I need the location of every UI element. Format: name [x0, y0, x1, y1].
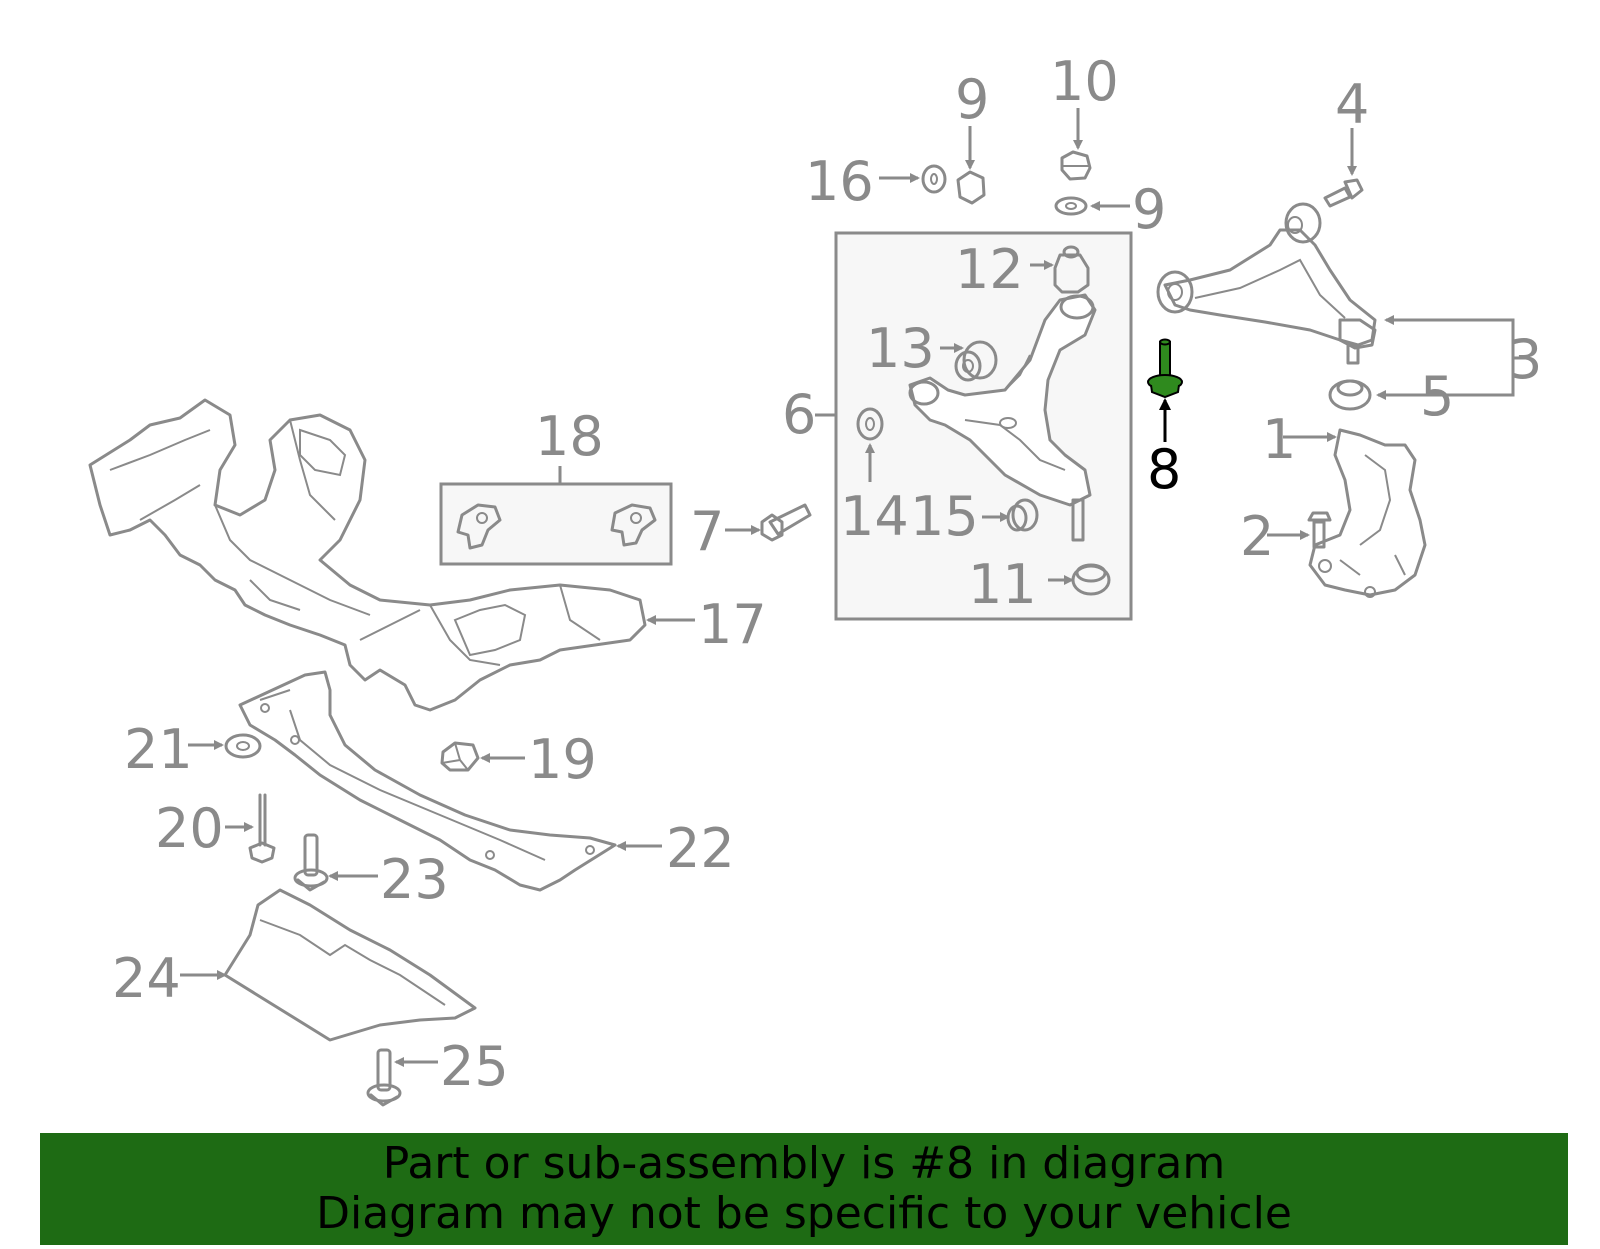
label-21: 21	[124, 718, 193, 781]
bolt-7	[760, 503, 812, 542]
bolt-20	[248, 793, 276, 864]
label-22: 22	[666, 817, 735, 880]
label-19: 19	[528, 728, 597, 791]
label-17: 17	[698, 593, 767, 656]
nut-10	[1060, 150, 1092, 181]
label-14: 14	[840, 485, 909, 548]
bolt-25	[366, 1048, 402, 1107]
knuckle-part	[1308, 428, 1427, 598]
nut-19	[440, 741, 480, 772]
label-3: 3	[1508, 328, 1542, 391]
label-23: 23	[380, 848, 449, 911]
part-labels: 1 2 3 4 5 6 7 8 9 9 10 11 12 13 14 15 16…	[112, 50, 1542, 1098]
label-9-right: 9	[1132, 178, 1166, 241]
fastener-21	[224, 733, 262, 759]
label-20: 20	[155, 797, 224, 860]
bolt-23	[293, 833, 329, 892]
highlighted-bolt-8	[1147, 338, 1183, 399]
washer-9-right	[1054, 196, 1088, 216]
label-24: 24	[112, 947, 181, 1010]
label-11: 11	[968, 553, 1037, 616]
bolt-4	[1323, 178, 1364, 208]
label-25: 25	[440, 1035, 509, 1098]
banner-line-2: Diagram may not be specific to your vehi…	[316, 1188, 1292, 1239]
upper-control-arm-part	[1156, 202, 1377, 365]
parts-diagram: 1 2 3 4 5 6 7 8 9 9 10 11 12 13 14 15 16…	[88, 50, 1542, 1107]
part-18-box	[439, 466, 673, 566]
label-5: 5	[1420, 365, 1454, 428]
label-16: 16	[805, 150, 874, 213]
crossmember-part	[238, 670, 617, 892]
label-12: 12	[955, 238, 1024, 301]
label-7: 7	[690, 500, 724, 563]
part-6-box	[834, 231, 1133, 621]
label-1: 1	[1262, 408, 1296, 471]
info-banner: Part or sub-assembly is #8 in diagram Di…	[40, 1133, 1568, 1245]
washer-16	[921, 164, 947, 194]
label-18: 18	[535, 405, 604, 468]
boot-5	[1328, 379, 1372, 411]
label-13: 13	[866, 317, 935, 380]
label-15: 15	[910, 485, 979, 548]
label-8: 8	[1147, 438, 1181, 501]
label-6: 6	[782, 383, 816, 446]
label-2: 2	[1240, 505, 1274, 568]
label-4: 4	[1335, 73, 1369, 136]
splash-shield-part	[223, 888, 477, 1042]
label-9-top: 9	[955, 68, 989, 131]
banner-line-1: Part or sub-assembly is #8 in diagram	[382, 1138, 1226, 1189]
label-10: 10	[1050, 50, 1119, 113]
callout-arrows	[180, 108, 1528, 1067]
subframe-part	[88, 398, 647, 712]
bolt-2	[1307, 511, 1332, 549]
nut-9-top	[956, 170, 986, 205]
